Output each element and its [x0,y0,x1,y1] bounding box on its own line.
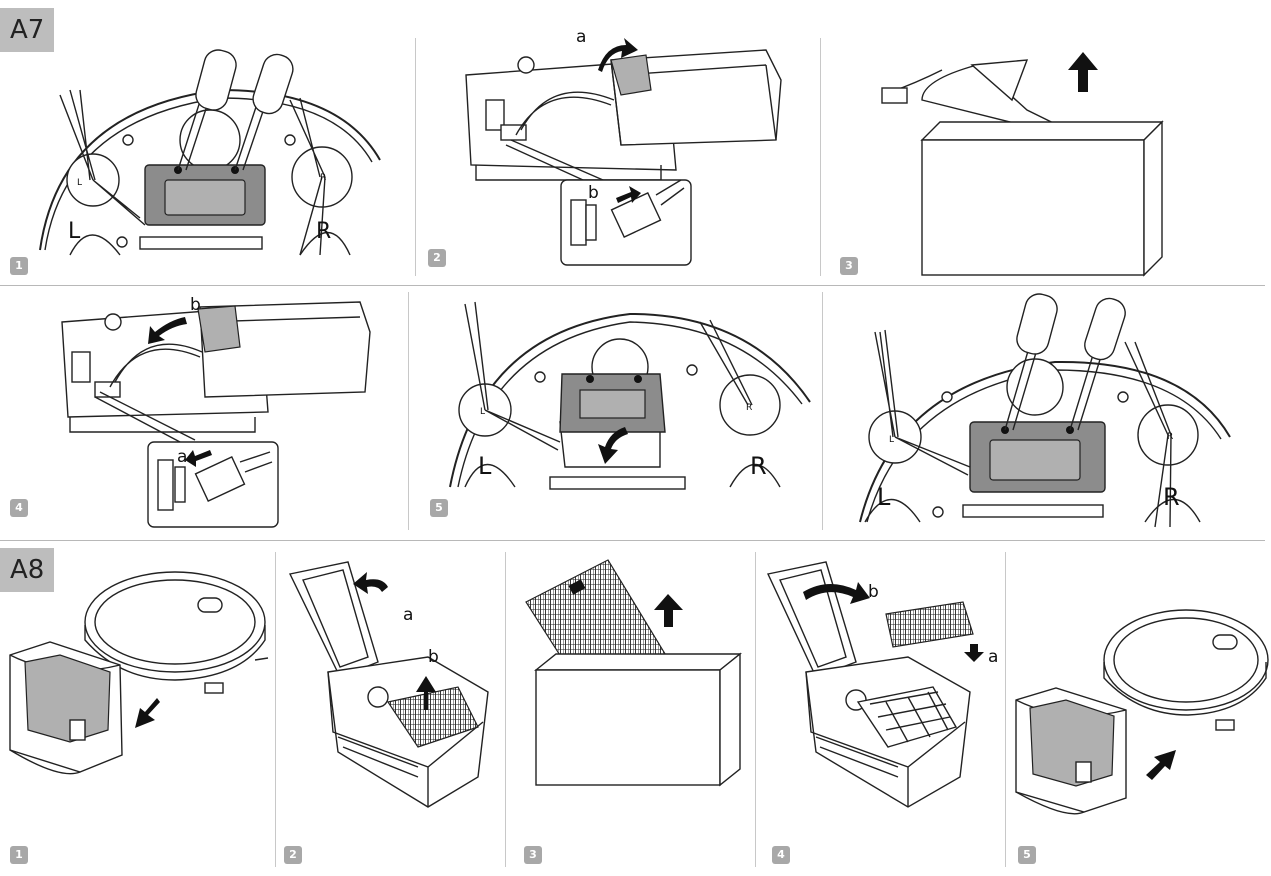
step-label-b: b [868,582,879,602]
divider [755,552,756,867]
right-wheel-label: R [1163,483,1180,511]
divider [505,552,506,867]
step-badge: 5 [1018,846,1036,864]
divider [0,540,1265,541]
divider [1005,552,1006,867]
a7-panel-6: L R L R [825,292,1265,537]
section-tag-a7: A7 [0,8,55,52]
dustbin-removal-illustration [9,571,269,775]
step-badge: 1 [10,846,28,864]
left-brush-label: L [480,407,485,417]
right-brush-label: R [746,403,752,413]
step-label-b: b [428,647,439,667]
step-badge: 4 [10,499,28,517]
divider [820,38,821,276]
step-badge: 1 [10,257,28,275]
a7-panel-2: a b 2 [416,20,820,280]
step-badge: 4 [772,846,790,864]
step-badge: 2 [428,249,446,267]
step-label-a: a [576,27,586,47]
left-brush-label: L [77,178,82,188]
filter-insert-illustration: b a [766,561,998,808]
step-label-a: a [177,447,187,467]
step-badge: 5 [430,499,448,517]
section-tag-a8: A8 [0,548,55,592]
battery-cover-closing-illustration: L R L R [449,301,811,490]
a8-panel-2: a b 2 [278,552,503,868]
left-wheel-label: L [877,483,891,511]
right-brush-label: R [1167,432,1173,442]
right-wheel-label: R [316,219,331,244]
battery-removal-illustration: a b [465,27,782,266]
filter-disposal-illustration [525,559,742,787]
step-label-a: a [988,647,998,667]
a8-panel-1: 1 [0,550,272,868]
step-badge: 2 [284,846,302,864]
battery-cover-screws-illustration: L R L R [859,293,1231,528]
divider [275,552,276,867]
robot-underside-illustration: L R L R [39,49,381,256]
a8-panel-3: 3 [508,552,753,868]
step-badge: 3 [840,257,858,275]
dustbin-filter-removal-illustration: a b [288,561,489,808]
divider [822,292,823,530]
divider [408,292,409,530]
battery-disposal-illustration [881,52,1164,277]
left-wheel-label: L [68,219,81,244]
battery-insert-illustration: b a [61,295,371,528]
right-wheel-label: R [750,452,767,480]
a7-panel-4: b a 4 [0,292,405,537]
right-brush-label: R [320,173,326,183]
a8-panel-4: b a 4 [758,552,1003,868]
a7-panel-5: L R L R 5 [410,292,820,537]
divider [0,285,1265,286]
divider [415,38,416,276]
step-label-a: a [403,605,413,625]
left-brush-label: L [889,435,894,445]
a7-panel-3: 3 [822,40,1262,280]
a8-panel-5: 5 [1008,550,1270,868]
left-wheel-label: L [478,452,492,480]
step-badge: 3 [524,846,542,864]
step-label-b: b [588,183,599,203]
a7-panel-1: L R L R 1 [0,40,410,280]
step-label-b: b [190,295,201,315]
dustbin-insert-illustration [1015,609,1269,815]
